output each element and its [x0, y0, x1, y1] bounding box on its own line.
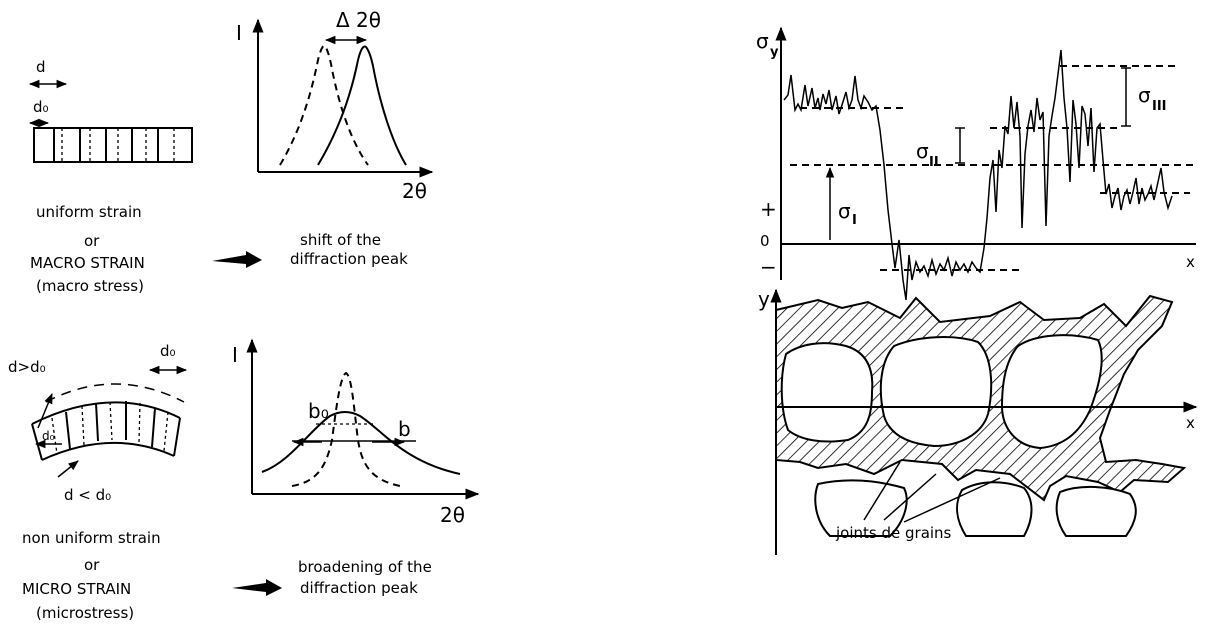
sigma2-sub: II: [929, 155, 939, 170]
micro-caption-4: (microstress): [36, 604, 134, 622]
sigma3-label: σ: [1138, 83, 1151, 107]
micro-caption-2: or: [84, 556, 100, 574]
stress-y-label-sub: y: [770, 45, 779, 60]
macro-reference-peak: [279, 44, 369, 166]
macro-peak-plot: I 2θ Δ 2θ: [236, 8, 434, 203]
macro-d-label: d: [36, 58, 46, 76]
macro-plot-y-label: I: [236, 21, 242, 45]
micro-broad-peak: [261, 411, 461, 475]
grain-3: [1000, 334, 1103, 450]
macro-caption-3: MACRO STRAIN: [30, 254, 145, 272]
sigma2-label: σ: [916, 139, 929, 163]
micro-b-label: b: [398, 417, 411, 441]
sigma1-sub: I: [852, 213, 857, 228]
micro-caption-1: non uniform strain: [22, 529, 161, 547]
grain-5: [956, 481, 1033, 537]
sigma3-sub: III: [1152, 99, 1167, 114]
micro-d-gt-label: d>d₀: [8, 358, 46, 376]
micro-peak-plot: I 2θ b₀ b: [232, 338, 480, 527]
stress-profile-plot: σ y x + 0 − σ I σ II σ III: [756, 26, 1196, 301]
sigma1-label: σ: [838, 199, 851, 223]
micro-result-arrow: [232, 579, 282, 596]
grain-4: [814, 479, 908, 537]
micro-d-lt-label: d < d₀: [64, 486, 111, 504]
macro-caption-1: uniform strain: [36, 203, 142, 221]
macro-d0-label: d₀: [33, 98, 49, 116]
boundary-pointer-3: [903, 477, 1001, 523]
grain-microstructure: y x joints de grains: [758, 287, 1198, 555]
macro-caption-2: or: [84, 232, 100, 250]
stress-profile-curve: [783, 49, 1173, 301]
stress-minus-label: −: [760, 255, 777, 279]
boundary-pointer-1: [863, 461, 901, 521]
micro-caption-3: MICRO STRAIN: [22, 580, 131, 598]
macro-caption-4: (macro stress): [36, 277, 144, 295]
micro-strain-panel: d>d₀ d₀ d₀ d < d₀ I 2θ: [8, 338, 480, 622]
grain-x-label: x: [1186, 414, 1195, 432]
micro-plot-x-label: 2θ: [440, 503, 465, 527]
grain-boundary-label: joints de grains: [835, 524, 952, 542]
micro-d0-inner-label: d₀: [42, 429, 55, 443]
stress-x-label: x: [1186, 253, 1195, 271]
micro-sharp-peak: [291, 371, 401, 487]
micro-result-2: diffraction peak: [300, 579, 418, 597]
macro-result-arrow: [212, 251, 262, 268]
micro-plot-y-label: I: [232, 343, 238, 367]
macro-result-2: diffraction peak: [290, 250, 408, 268]
grain-6: [1055, 485, 1137, 537]
macro-plot-x-label: 2θ: [402, 179, 427, 203]
macro-lattice-strip: [33, 127, 193, 163]
micro-d0-label: d₀: [160, 342, 176, 360]
micro-d-lt-arrow: [57, 460, 79, 478]
macro-result-1: shift of the: [300, 231, 381, 249]
stress-zero-label: 0: [760, 232, 770, 250]
grain-2: [879, 336, 993, 448]
grain-y-label: y: [758, 287, 770, 311]
boundary-pointer-2: [883, 473, 937, 521]
micro-b0-label: b₀: [308, 399, 329, 423]
macro-strain-panel: d d₀ I 2θ Δ 2θ uniform: [28, 8, 434, 295]
stress-plus-label: +: [760, 197, 777, 221]
macro-shift-label: Δ 2θ: [336, 8, 381, 32]
grain-1: [780, 342, 874, 443]
micro-result-1: broadening of the: [298, 558, 432, 576]
micro-bent-lattice: [31, 383, 185, 461]
stress-y-label: σ: [756, 29, 769, 53]
micro-d-gt-arrow: [37, 393, 53, 429]
macro-shifted-peak: [317, 45, 407, 166]
